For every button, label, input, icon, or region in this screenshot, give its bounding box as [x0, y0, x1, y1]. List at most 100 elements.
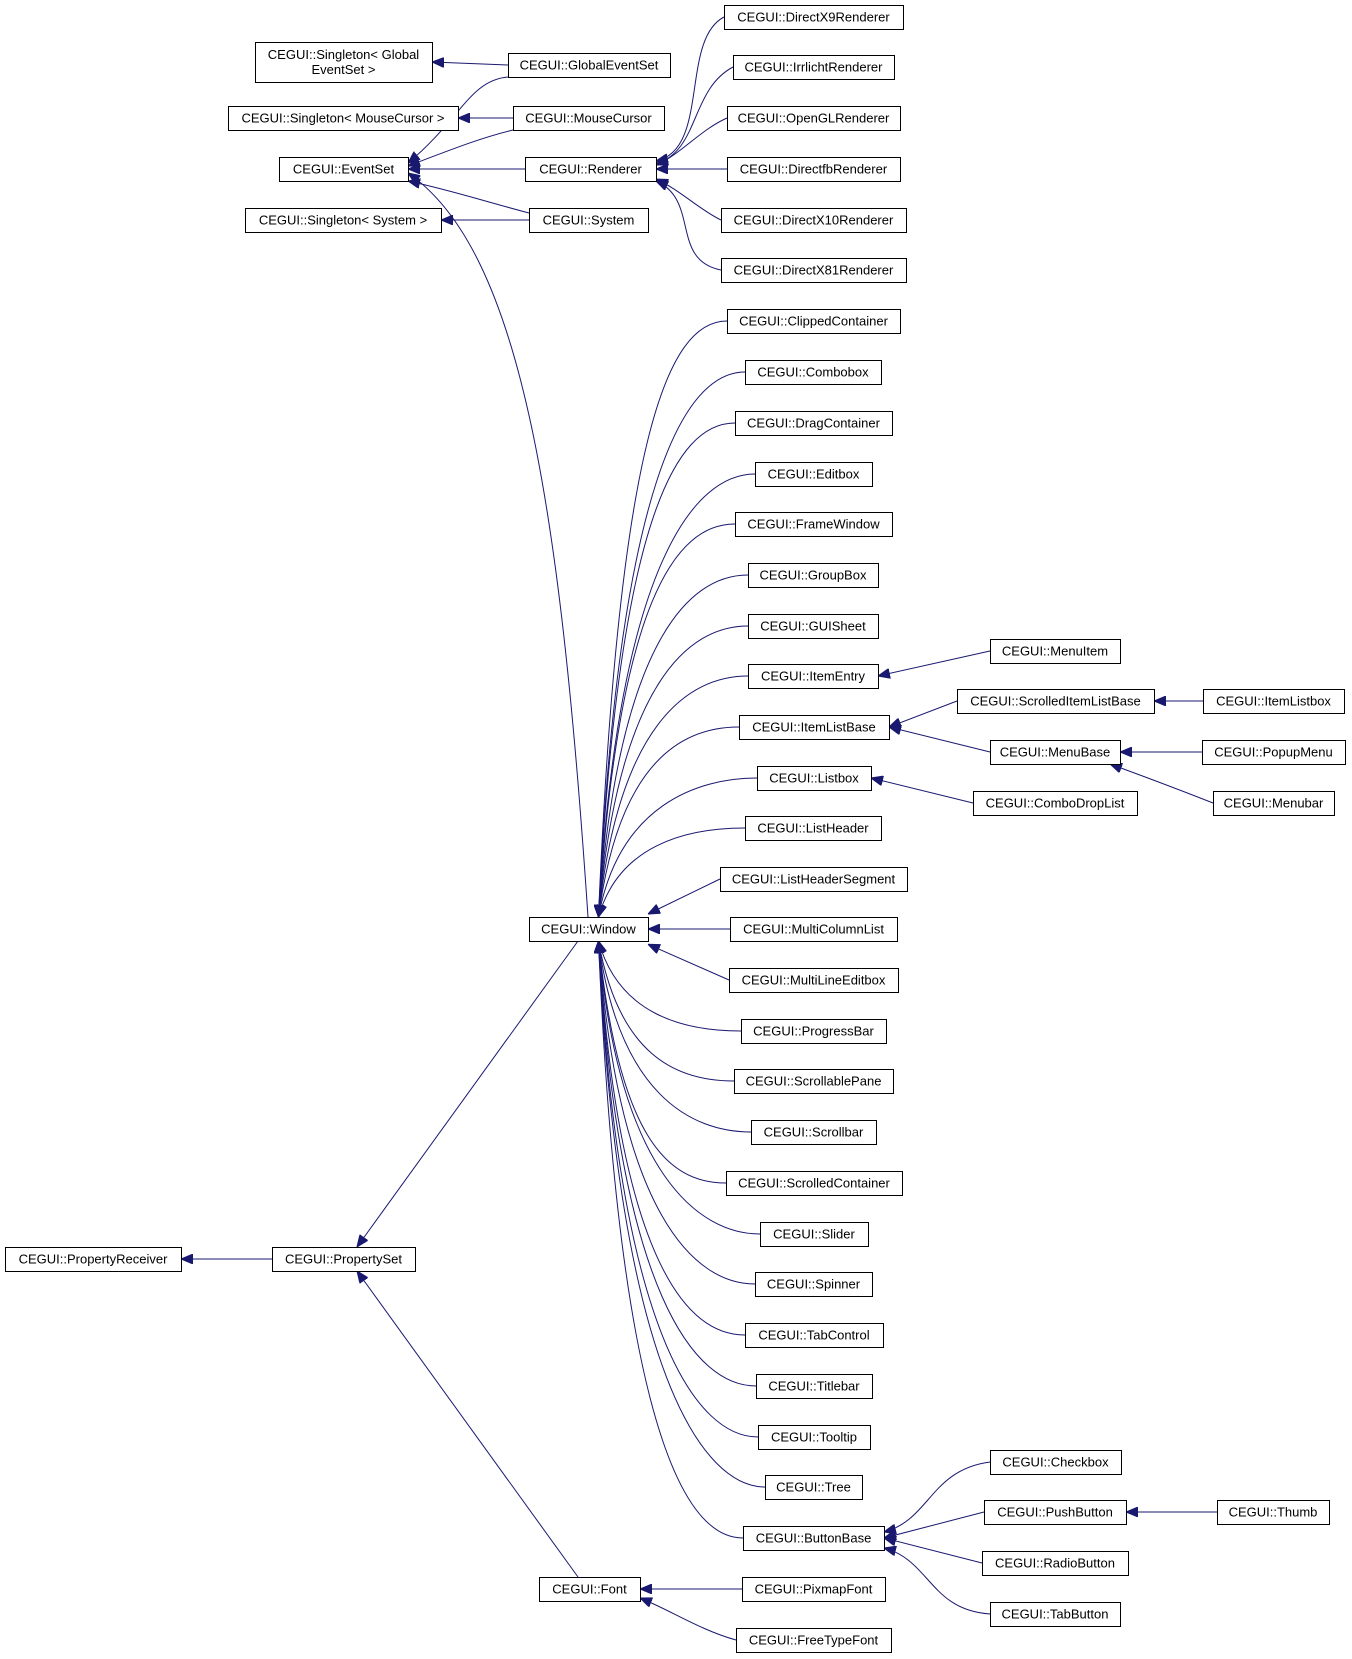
edge-itementry-to-window [599, 675, 749, 917]
class-node-dx81[interactable]: CEGUI::DirectX81Renderer [721, 258, 907, 283]
edge-framewindow-to-window [599, 523, 736, 917]
class-node-editbox[interactable]: CEGUI::Editbox [755, 462, 873, 487]
class-node-scrollbar[interactable]: CEGUI::Scrollbar [751, 1120, 877, 1145]
class-node-menubar[interactable]: CEGUI::Menubar [1213, 791, 1335, 816]
class-node-propertyreceiver[interactable]: CEGUI::PropertyReceiver [5, 1247, 182, 1272]
class-box [727, 309, 901, 334]
class-node-multicolumnlist[interactable]: CEGUI::MultiColumnList [730, 917, 898, 942]
edge-buttonbase-to-window [599, 941, 744, 1539]
class-node-itemlistbase[interactable]: CEGUI::ItemListBase [739, 715, 890, 740]
class-node-spinner[interactable]: CEGUI::Spinner [755, 1272, 873, 1297]
class-node-menubase[interactable]: CEGUI::MenuBase [990, 740, 1121, 765]
class-node-dragcontainer[interactable]: CEGUI::DragContainer [735, 411, 893, 436]
class-box [736, 1628, 892, 1653]
class-box [745, 1323, 884, 1348]
class-label: CEGUI::MenuItem [1002, 644, 1108, 659]
edge-spinner-to-window [599, 941, 756, 1285]
class-node-listbox[interactable]: CEGUI::Listbox [757, 766, 872, 791]
class-label: CEGUI::ProgressBar [753, 1024, 874, 1039]
edge-titlebar-to-window [599, 941, 757, 1387]
class-node-system[interactable]: CEGUI::System [529, 208, 649, 233]
class-node-singleton_global[interactable]: CEGUI::Singleton< GlobalEventSet > [255, 42, 433, 83]
edge-radiobutton-to-buttonbase [884, 1538, 983, 1564]
edge-window-to-eventset [408, 173, 589, 918]
class-node-dx10[interactable]: CEGUI::DirectX10Renderer [721, 208, 907, 233]
edge-scrolledcontainer-to-window [599, 941, 727, 1184]
class-node-globaleventset[interactable]: CEGUI::GlobalEventSet [508, 53, 671, 78]
class-node-dx9[interactable]: CEGUI::DirectX9Renderer [724, 5, 904, 30]
class-node-radiobutton[interactable]: CEGUI::RadioButton [982, 1551, 1129, 1576]
class-label: CEGUI::MultiColumnList [743, 922, 884, 937]
class-label: CEGUI::FreeTypeFont [749, 1633, 879, 1648]
class-node-propertyset[interactable]: CEGUI::PropertySet [272, 1247, 416, 1272]
class-label: CEGUI::PropertyReceiver [19, 1252, 168, 1267]
class-node-scrolledcontainer[interactable]: CEGUI::ScrolledContainer [726, 1171, 903, 1196]
class-node-font[interactable]: CEGUI::Font [539, 1577, 641, 1602]
class-label: CEGUI::DirectX81Renderer [734, 263, 894, 278]
class-box [727, 157, 901, 182]
class-box [735, 411, 893, 436]
class-node-checkbox[interactable]: CEGUI::Checkbox [990, 1450, 1122, 1475]
class-node-tooltip[interactable]: CEGUI::Tooltip [758, 1425, 871, 1450]
class-label: CEGUI::Tooltip [771, 1430, 857, 1445]
class-node-tree[interactable]: CEGUI::Tree [765, 1475, 863, 1500]
edge-menuitem-to-itementry [878, 650, 991, 676]
class-node-combodroplist[interactable]: CEGUI::ComboDropList [973, 791, 1138, 816]
class-label: CEGUI::DirectX10Renderer [734, 213, 894, 228]
class-node-listheadersegment[interactable]: CEGUI::ListHeaderSegment [720, 867, 908, 892]
class-node-freetypefont[interactable]: CEGUI::FreeTypeFont [736, 1628, 892, 1653]
class-label: CEGUI::IrrlichtRenderer [745, 60, 884, 75]
class-node-tabbutton[interactable]: CEGUI::TabButton [990, 1602, 1121, 1627]
class-box [745, 360, 882, 385]
class-node-framewindow[interactable]: CEGUI::FrameWindow [735, 512, 893, 537]
class-node-titlebar[interactable]: CEGUI::Titlebar [756, 1374, 873, 1399]
class-node-clippedcontainer[interactable]: CEGUI::ClippedContainer [727, 309, 901, 334]
class-box [973, 791, 1138, 816]
class-box [735, 512, 893, 537]
class-box [957, 689, 1155, 714]
class-label: CEGUI::Window [541, 922, 636, 937]
class-label: CEGUI::PixmapFont [755, 1582, 873, 1597]
class-node-combobox[interactable]: CEGUI::Combobox [745, 360, 882, 385]
class-node-window[interactable]: CEGUI::Window [529, 917, 649, 942]
class-node-irrlicht[interactable]: CEGUI::IrrlichtRenderer [733, 55, 895, 80]
class-node-thumb[interactable]: CEGUI::Thumb [1217, 1500, 1330, 1525]
class-node-slider[interactable]: CEGUI::Slider [760, 1222, 869, 1247]
class-node-mousecursor[interactable]: CEGUI::MouseCursor [513, 106, 665, 131]
class-box [726, 1171, 903, 1196]
class-label: CEGUI::System [543, 213, 635, 228]
class-node-singleton_system[interactable]: CEGUI::Singleton< System > [245, 208, 442, 233]
class-node-singleton_mouse[interactable]: CEGUI::Singleton< MouseCursor > [228, 106, 459, 131]
class-box [990, 1450, 1122, 1475]
class-node-progressbar[interactable]: CEGUI::ProgressBar [741, 1019, 887, 1044]
class-node-itemlistbox[interactable]: CEGUI::ItemListbox [1203, 689, 1345, 714]
class-node-buttonbase[interactable]: CEGUI::ButtonBase [743, 1526, 885, 1551]
class-box [529, 917, 649, 942]
class-node-listheader[interactable]: CEGUI::ListHeader [745, 816, 882, 841]
class-node-guisheet[interactable]: CEGUI::GUISheet [748, 614, 879, 639]
class-node-menuitem[interactable]: CEGUI::MenuItem [990, 639, 1121, 664]
class-node-pixmapfont[interactable]: CEGUI::PixmapFont [742, 1577, 886, 1602]
class-node-scrollablepane[interactable]: CEGUI::ScrollablePane [734, 1069, 894, 1094]
class-box [525, 157, 657, 182]
class-node-directfb[interactable]: CEGUI::DirectfbRenderer [727, 157, 901, 182]
class-label: CEGUI::ItemEntry [761, 669, 866, 684]
class-node-groupbox[interactable]: CEGUI::GroupBox [748, 563, 879, 588]
class-node-tabcontrol[interactable]: CEGUI::TabControl [745, 1323, 884, 1348]
class-node-renderer[interactable]: CEGUI::Renderer [525, 157, 657, 182]
edge-editbox-to-window [599, 473, 756, 917]
class-node-multilineeditbox[interactable]: CEGUI::MultiLineEditbox [729, 968, 899, 993]
class-label: CEGUI::RadioButton [995, 1556, 1115, 1571]
class-node-itementry[interactable]: CEGUI::ItemEntry [748, 664, 879, 689]
class-node-eventset[interactable]: CEGUI::EventSet [279, 157, 409, 182]
class-node-scrolleditemlistbase[interactable]: CEGUI::ScrolledItemListBase [957, 689, 1155, 714]
class-label: CEGUI::TabButton [1002, 1607, 1109, 1622]
class-label: CEGUI::ClippedContainer [739, 314, 889, 329]
class-node-pushbutton[interactable]: CEGUI::PushButton [984, 1500, 1127, 1525]
class-box [721, 208, 907, 233]
class-label: CEGUI::MultiLineEditbox [742, 973, 886, 988]
class-box [730, 917, 898, 942]
class-label: CEGUI::Renderer [539, 162, 642, 177]
class-node-popupmenu[interactable]: CEGUI::PopupMenu [1202, 740, 1346, 765]
class-node-opengl[interactable]: CEGUI::OpenGLRenderer [727, 106, 901, 131]
